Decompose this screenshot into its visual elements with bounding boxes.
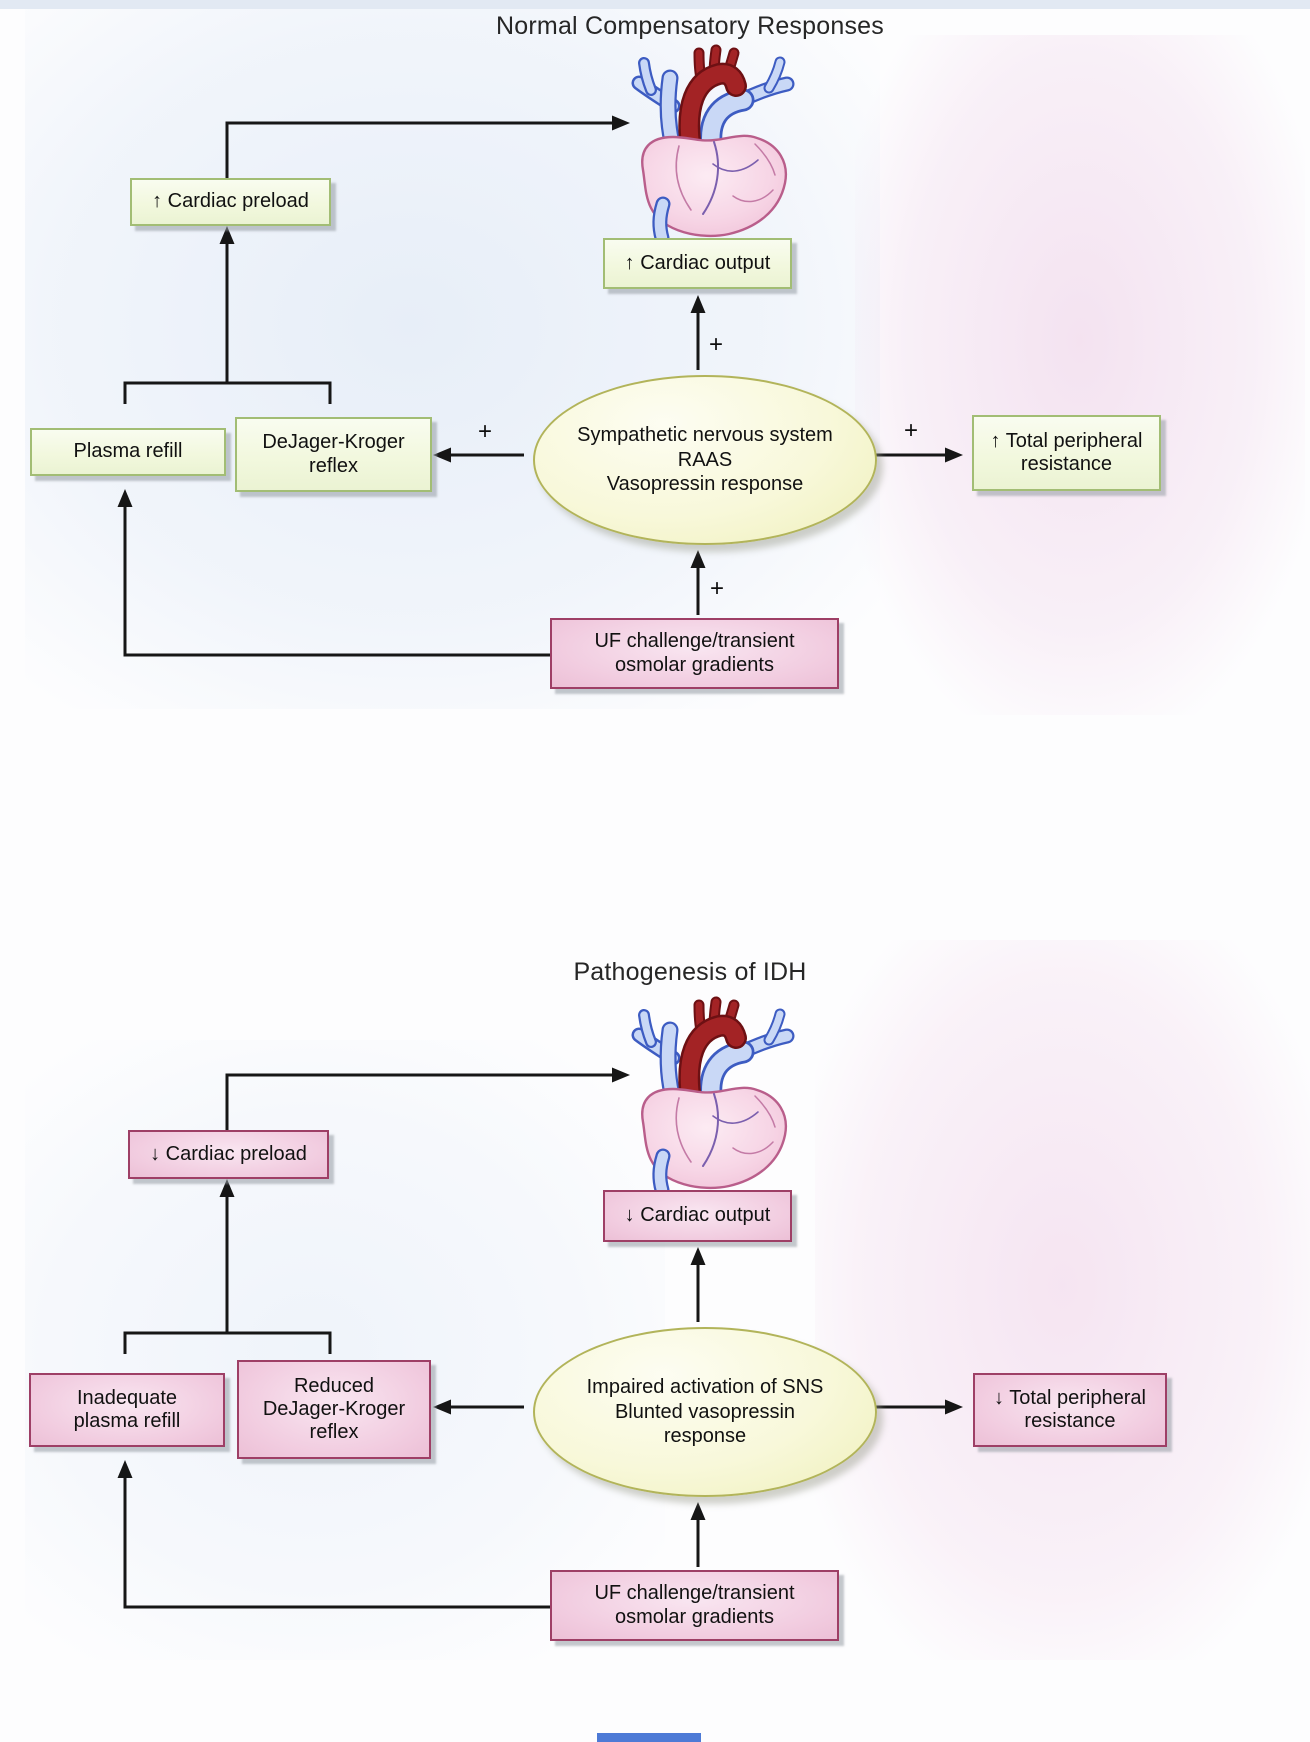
node-label: UF challenge/transient osmolar gradients	[594, 630, 795, 676]
node-cardiac-output-up: ↑ Cardiac output	[603, 238, 792, 289]
plus-sign-from-uf: +	[709, 575, 725, 602]
node-label: ↓ Total peripheral resistance	[994, 1386, 1146, 1432]
node-reduced-dejager-kroger-reflex: Reduced DeJager-Kroger reflex	[237, 1360, 431, 1459]
plus-sign-to-resistance: +	[903, 417, 919, 444]
node-label: ↑ Cardiac preload	[152, 190, 309, 213]
node-label: Reduced DeJager-Kroger reflex	[262, 1374, 406, 1444]
panel-title-normal: Normal Compensatory Responses	[496, 12, 884, 40]
node-inadequate-plasma-refill: Inadequate plasma refill	[29, 1373, 225, 1447]
node-label: ↓ Cardiac output	[624, 1204, 771, 1227]
node-dejager-kroger-reflex: DeJager-Kroger reflex	[235, 417, 432, 492]
connectors-panel-2	[123, 1073, 948, 1609]
node-cardiac-preload-down: ↓ Cardiac preload	[128, 1130, 329, 1179]
node-cardiac-output-down: ↓ Cardiac output	[603, 1190, 792, 1242]
node-label: Plasma refill	[73, 440, 183, 463]
top-edge-strip	[0, 0, 1310, 9]
node-label: DeJager-Kroger reflex	[262, 431, 405, 477]
node-total-peripheral-resistance-down: ↓ Total peripheral resistance	[973, 1373, 1167, 1447]
node-uf-challenge-bottom: UF challenge/transient osmolar gradients	[550, 1570, 839, 1641]
node-cardiac-preload-up: ↑ Cardiac preload	[130, 178, 331, 226]
node-plasma-refill: Plasma refill	[30, 428, 226, 476]
node-label: ↓ Cardiac preload	[150, 1142, 307, 1165]
node-label: Inadequate plasma refill	[73, 1386, 181, 1432]
plus-sign-to-reflex: +	[477, 418, 493, 445]
heart-illustration-bottom	[639, 1002, 787, 1190]
node-label: ↑ Total peripheral resistance	[990, 429, 1143, 475]
node-label: UF challenge/transient osmolar gradients	[594, 1582, 795, 1628]
panel-title-idh: Pathogenesis of IDH	[573, 958, 807, 986]
node-impaired-sns-blunted-vasopressin: Impaired activation of SNS Blunted vasop…	[533, 1327, 877, 1497]
node-total-peripheral-resistance-up: ↑ Total peripheral resistance	[972, 415, 1161, 491]
bottom-edge-blue-bar	[597, 1733, 701, 1742]
node-label: ↑ Cardiac output	[624, 251, 771, 274]
node-sns-raas-vasopressin: Sympathetic nervous system RAAS Vasopres…	[533, 375, 877, 545]
node-uf-challenge-top: UF challenge/transient osmolar gradients	[550, 618, 839, 689]
node-label: Sympathetic nervous system RAAS Vasopres…	[577, 424, 833, 496]
node-label: Impaired activation of SNS Blunted vasop…	[586, 1376, 824, 1448]
plus-sign-to-output: +	[708, 331, 724, 358]
heart-illustration-top	[639, 50, 787, 238]
